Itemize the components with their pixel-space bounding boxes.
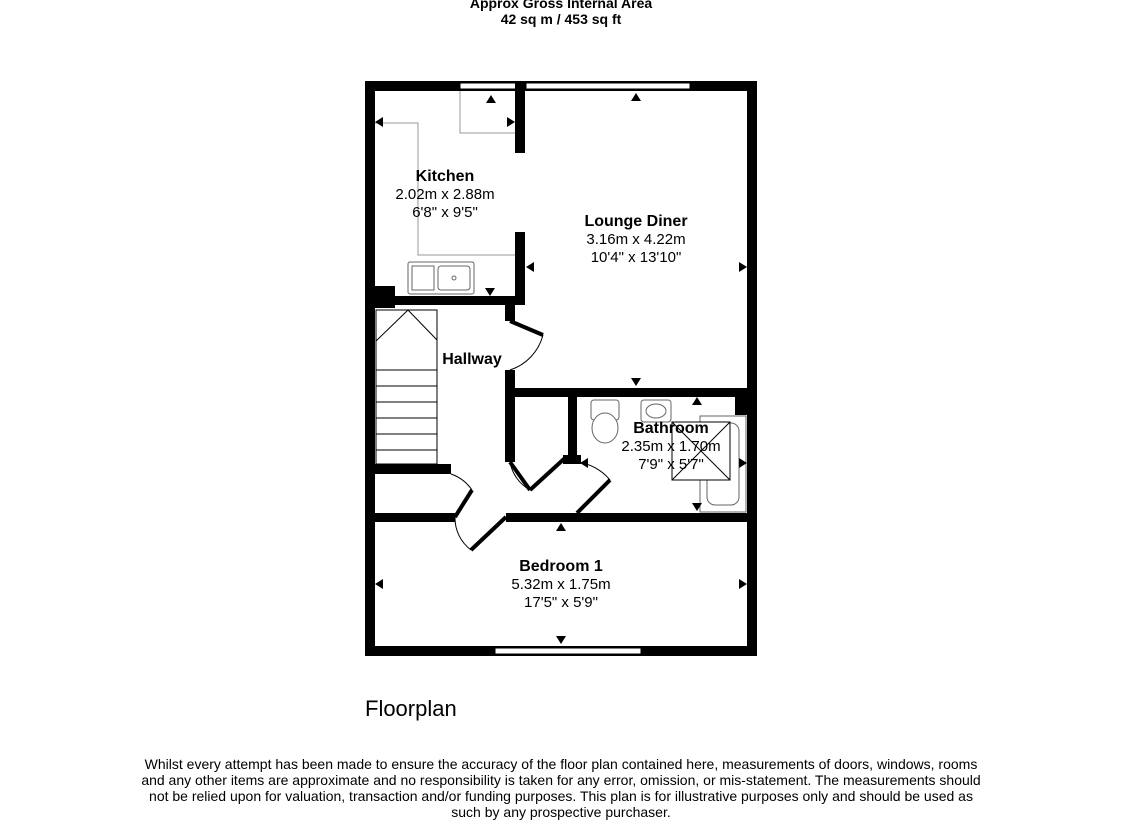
room-name: Bathroom [633, 420, 709, 437]
room-imperial: 17'5" x 5'9" [524, 594, 598, 611]
bathroom-fixtures [590, 399, 747, 513]
room-label-bathroom: Bathroom 2.35m x 1.70m 7'9" x 5'7" [606, 420, 736, 474]
room-label-lounge: Lounge Diner 3.16m x 4.22m 10'4" x 13'10… [546, 213, 726, 267]
area-title: Approx Gross Internal Area [469, 0, 653, 11]
area-value: 42 sq m / 453 sq ft [500, 11, 622, 27]
room-name: Bedroom 1 [519, 558, 603, 575]
staircase [375, 309, 438, 465]
room-name: Hallway [442, 351, 502, 368]
doors [450, 319, 612, 552]
disclaimer-text: Whilst every attempt has been made to en… [141, 756, 981, 820]
room-imperial: 7'9" x 5'7" [638, 456, 704, 473]
room-name: Kitchen [415, 168, 475, 185]
interior-walls [375, 81, 753, 522]
room-label-bedroom-1: Bedroom 1 5.32m x 1.75m 17'5" x 5'9" [481, 558, 641, 612]
windows [459, 82, 691, 655]
kitchen-counters [375, 91, 515, 256]
dimension-arrows [375, 93, 747, 644]
floorplan-caption: Floorplan [365, 696, 457, 721]
room-imperial: 6'8" x 9'5" [412, 204, 478, 221]
room-metric: 2.02m x 2.88m [395, 186, 495, 203]
room-metric: 2.35m x 1.70m [621, 438, 721, 455]
room-metric: 5.32m x 1.75m [511, 576, 611, 593]
room-label-hallway: Hallway [432, 351, 512, 369]
floorplan-drawing [365, 81, 757, 656]
room-name: Lounge Diner [584, 213, 688, 230]
room-metric: 3.16m x 4.22m [586, 231, 686, 248]
sink-icon [407, 261, 475, 295]
room-imperial: 10'4" x 13'10" [590, 249, 682, 266]
room-label-kitchen: Kitchen 2.02m x 2.88m 6'8" x 9'5" [375, 168, 515, 222]
